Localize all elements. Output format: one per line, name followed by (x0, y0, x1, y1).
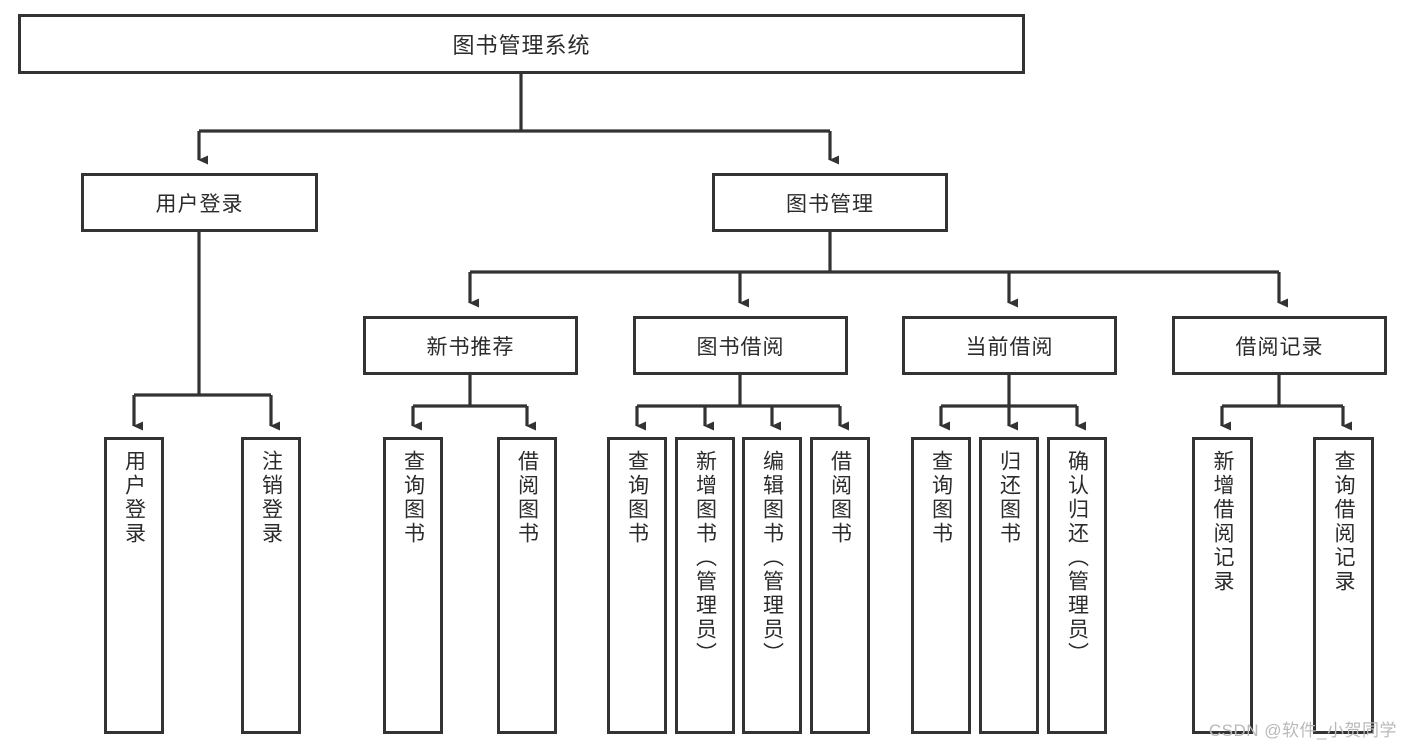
leaf-query-borrow-record[interactable]: 查询借阅记录 (1313, 437, 1374, 734)
node-user-login[interactable]: 用户登录 (81, 173, 318, 232)
node-label: 编辑图书（管理员） (760, 450, 784, 666)
leaf-add-borrow-record[interactable]: 新增借阅记录 (1192, 437, 1253, 734)
node-label: 查询图书 (625, 450, 649, 546)
node-label: 查询图书 (401, 450, 425, 546)
leaf-query-book-borrow[interactable]: 查询图书 (607, 437, 667, 734)
node-book-borrow[interactable]: 图书借阅 (633, 316, 848, 375)
node-book-management[interactable]: 图书管理 (712, 173, 948, 232)
leaf-query-book-current[interactable]: 查询图书 (911, 437, 971, 734)
leaf-logout[interactable]: 注销登录 (241, 437, 301, 734)
node-root-system[interactable]: 图书管理系统 (18, 14, 1025, 74)
node-label: 用户登录 (122, 450, 146, 546)
leaf-query-book-new[interactable]: 查询图书 (383, 437, 443, 734)
node-label: 查询借阅记录 (1332, 450, 1355, 594)
node-new-book-recommend[interactable]: 新书推荐 (363, 316, 578, 375)
node-label: 查询图书 (929, 450, 953, 546)
node-label: 新增图书（管理员） (693, 450, 717, 666)
node-label: 图书管理系统 (452, 33, 591, 58)
node-label: 注销登录 (259, 450, 283, 546)
node-label: 用户登录 (155, 192, 244, 216)
node-label: 借阅图书 (515, 450, 539, 546)
watermark-text: CSDN @软件_小贺同学 (1208, 721, 1397, 740)
node-label: 当前借阅 (965, 335, 1054, 359)
leaf-borrow-book-new[interactable]: 借阅图书 (497, 437, 557, 734)
node-label: 新书推荐 (426, 335, 515, 359)
node-label: 图书管理 (786, 192, 874, 216)
node-current-borrow[interactable]: 当前借阅 (902, 316, 1117, 375)
leaf-confirm-return-admin[interactable]: 确认归还（管理员） (1047, 437, 1107, 734)
node-label: 归还图书 (997, 450, 1021, 546)
leaf-return-book[interactable]: 归还图书 (979, 437, 1039, 734)
node-label: 借阅图书 (828, 450, 852, 546)
node-label: 确认归还（管理员） (1065, 450, 1089, 666)
node-label: 借阅记录 (1235, 335, 1324, 359)
node-label: 新增借阅记录 (1211, 450, 1234, 594)
node-borrow-records[interactable]: 借阅记录 (1172, 316, 1387, 375)
leaf-add-book-admin[interactable]: 新增图书（管理员） (675, 437, 735, 734)
node-label: 图书借阅 (696, 335, 785, 359)
leaf-borrow-book[interactable]: 借阅图书 (810, 437, 870, 734)
leaf-edit-book-admin[interactable]: 编辑图书（管理员） (742, 437, 802, 734)
leaf-user-login[interactable]: 用户登录 (104, 437, 164, 734)
